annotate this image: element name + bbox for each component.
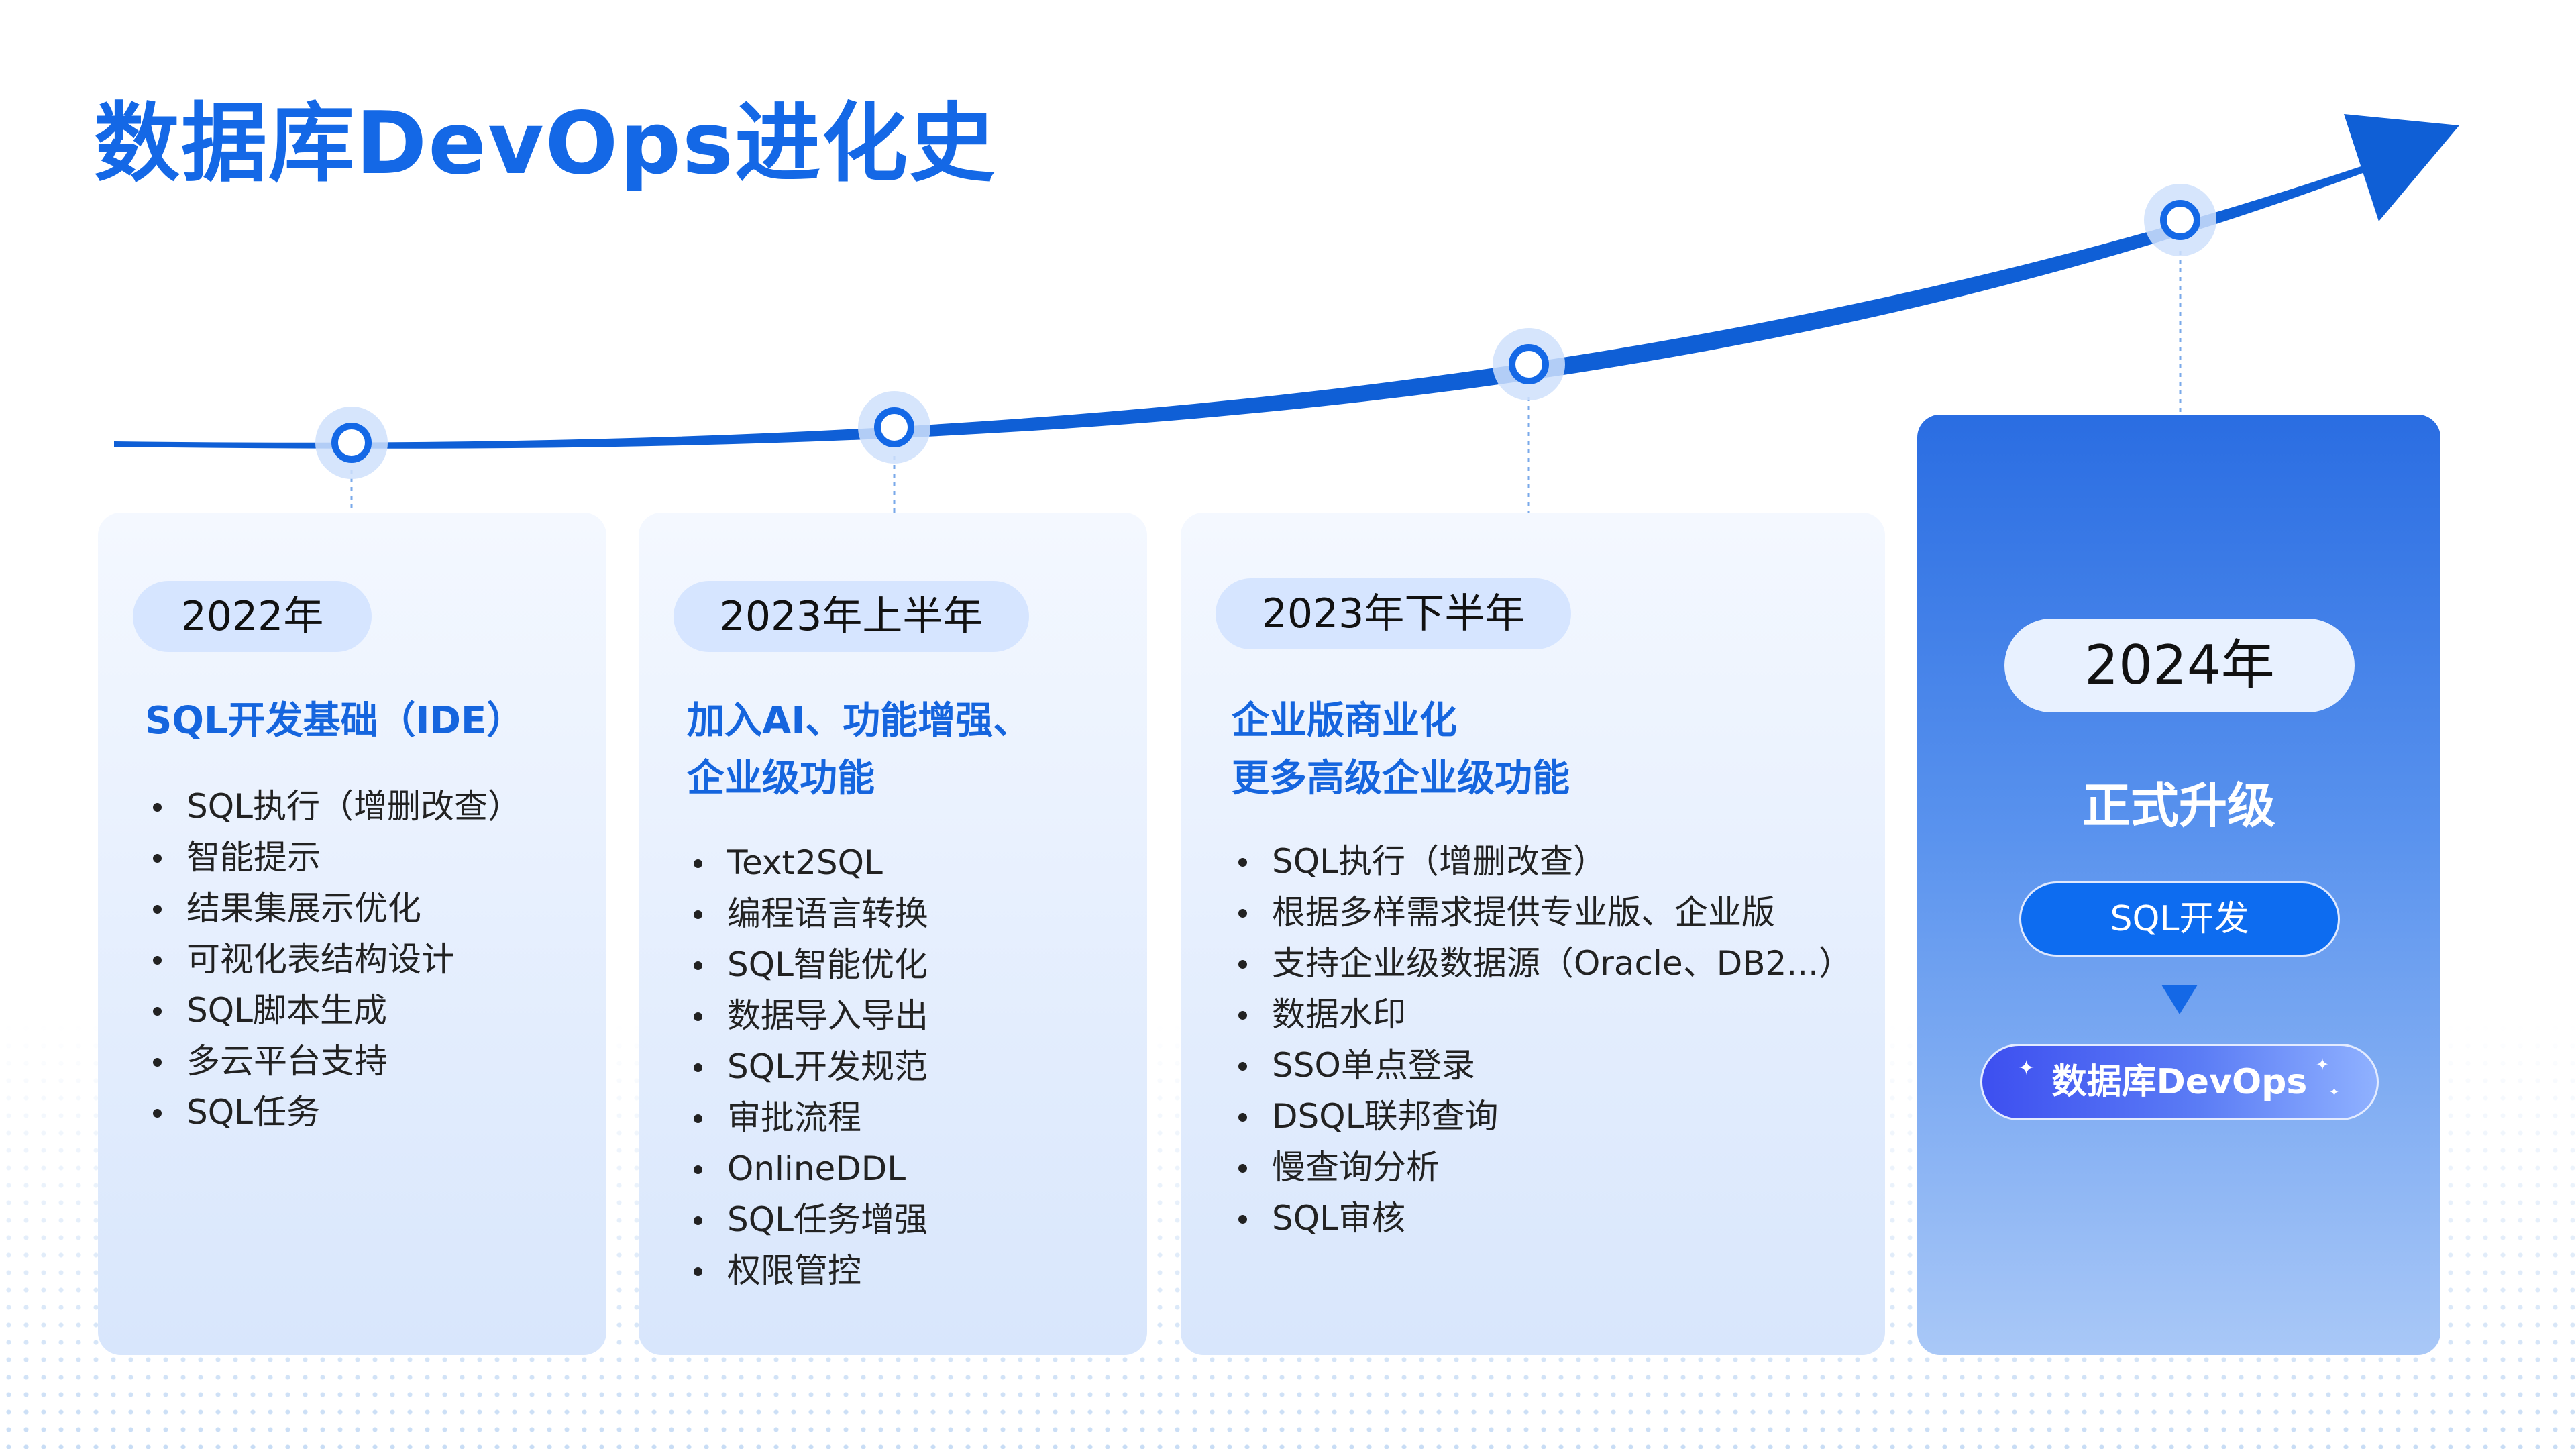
list-item: SSO单点登录 (1232, 1040, 1852, 1091)
year-badge: 2022年 (133, 581, 372, 652)
card-heading-line: 加入AI、功能增强、 (687, 699, 1031, 743)
feature-list: Text2SQL 编程语言转换 SQL智能优化 数据导入导出 SQL开发规范 审… (687, 837, 928, 1296)
sparkle-icon: ✦ (2018, 1057, 2035, 1080)
card-2023-h2: 2023年下半年 企业版商业化 更多高级企业级功能 SQL执行（增删改查） 根据… (1181, 513, 1885, 1355)
feature-list: SQL执行（增删改查） 智能提示 结果集展示优化 可视化表结构设计 SQL脚本生… (146, 781, 521, 1138)
list-item: DSQL联邦查询 (1232, 1091, 1852, 1142)
sparkle-icon: ✦ (2316, 1055, 2330, 1074)
year-badge: 2023年下半年 (1216, 578, 1571, 649)
card-heading: 企业版商业化 更多高级企业级功能 (1232, 692, 1570, 808)
list-item: 根据多样需求提供专业版、企业版 (1232, 887, 1852, 938)
list-item: 可视化表结构设计 (146, 934, 521, 985)
card-heading: 加入AI、功能增强、 企业级功能 (687, 692, 1030, 808)
timeline-node-icon (858, 391, 930, 464)
timeline-node-icon (2144, 184, 2216, 256)
card-2023-h1: 2023年上半年 加入AI、功能增强、 企业级功能 Text2SQL 编程语言转… (639, 513, 1147, 1355)
list-item: SQL执行（增删改查） (146, 781, 521, 832)
page-title: 数据库DevOps进化史 (94, 94, 997, 194)
list-item: SQL脚本生成 (146, 985, 521, 1036)
triangle-down-icon (2161, 985, 2198, 1014)
sparkle-icon: ✦ (2329, 1085, 2340, 1099)
list-item: OnlineDDL (687, 1143, 928, 1194)
list-item: 结果集展示优化 (146, 883, 521, 934)
year-badge-2024: 2024年 (2004, 619, 2355, 712)
list-item: SQL开发规范 (687, 1041, 928, 1092)
list-item: 慢查询分析 (1232, 1142, 1852, 1193)
card-heading: SQL开发基础（IDE） (145, 692, 524, 750)
year-badge: 2023年上半年 (674, 581, 1029, 652)
list-item: SQL任务增强 (687, 1194, 928, 1245)
sql-dev-badge: SQL开发 (2019, 881, 2340, 957)
list-item: 支持企业级数据源（Oracle、DB2...） (1232, 938, 1852, 989)
timeline-node-icon (315, 407, 388, 479)
growth-curve (114, 144, 2425, 449)
list-item: SQL智能优化 (687, 939, 928, 990)
list-item: SQL任务 (146, 1087, 521, 1138)
list-item: 智能提示 (146, 832, 521, 883)
list-item: 数据水印 (1232, 989, 1852, 1040)
list-item: 多云平台支持 (146, 1036, 521, 1087)
list-item: 数据导入导出 (687, 990, 928, 1041)
card-2022: 2022年 SQL开发基础（IDE） SQL执行（增删改查） 智能提示 结果集展… (98, 513, 606, 1355)
upgrade-label: 正式升级 (2082, 777, 2275, 834)
card-heading-line: 企业版商业化 (1232, 699, 1457, 743)
card-heading-line: 更多高级企业级功能 (1232, 757, 1570, 800)
feature-list: SQL执行（增删改查） 根据多样需求提供专业版、企业版 支持企业级数据源（Ora… (1232, 836, 1852, 1244)
list-item: 编程语言转换 (687, 888, 928, 939)
card-heading-line: SQL开发基础（IDE） (145, 699, 525, 743)
card-heading-line: 企业级功能 (687, 757, 875, 800)
timeline-node-icon (1493, 328, 1565, 400)
list-item: 权限管控 (687, 1245, 928, 1296)
devops-badge: 数据库DevOps (1980, 1044, 2379, 1120)
list-item: SQL审核 (1232, 1193, 1852, 1244)
devops-badge-label: 数据库DevOps (2051, 1062, 2308, 1102)
list-item: 审批流程 (687, 1092, 928, 1143)
list-item: Text2SQL (687, 837, 928, 888)
list-item: SQL执行（增删改查） (1232, 836, 1852, 887)
arrow-right-icon (2344, 114, 2459, 221)
